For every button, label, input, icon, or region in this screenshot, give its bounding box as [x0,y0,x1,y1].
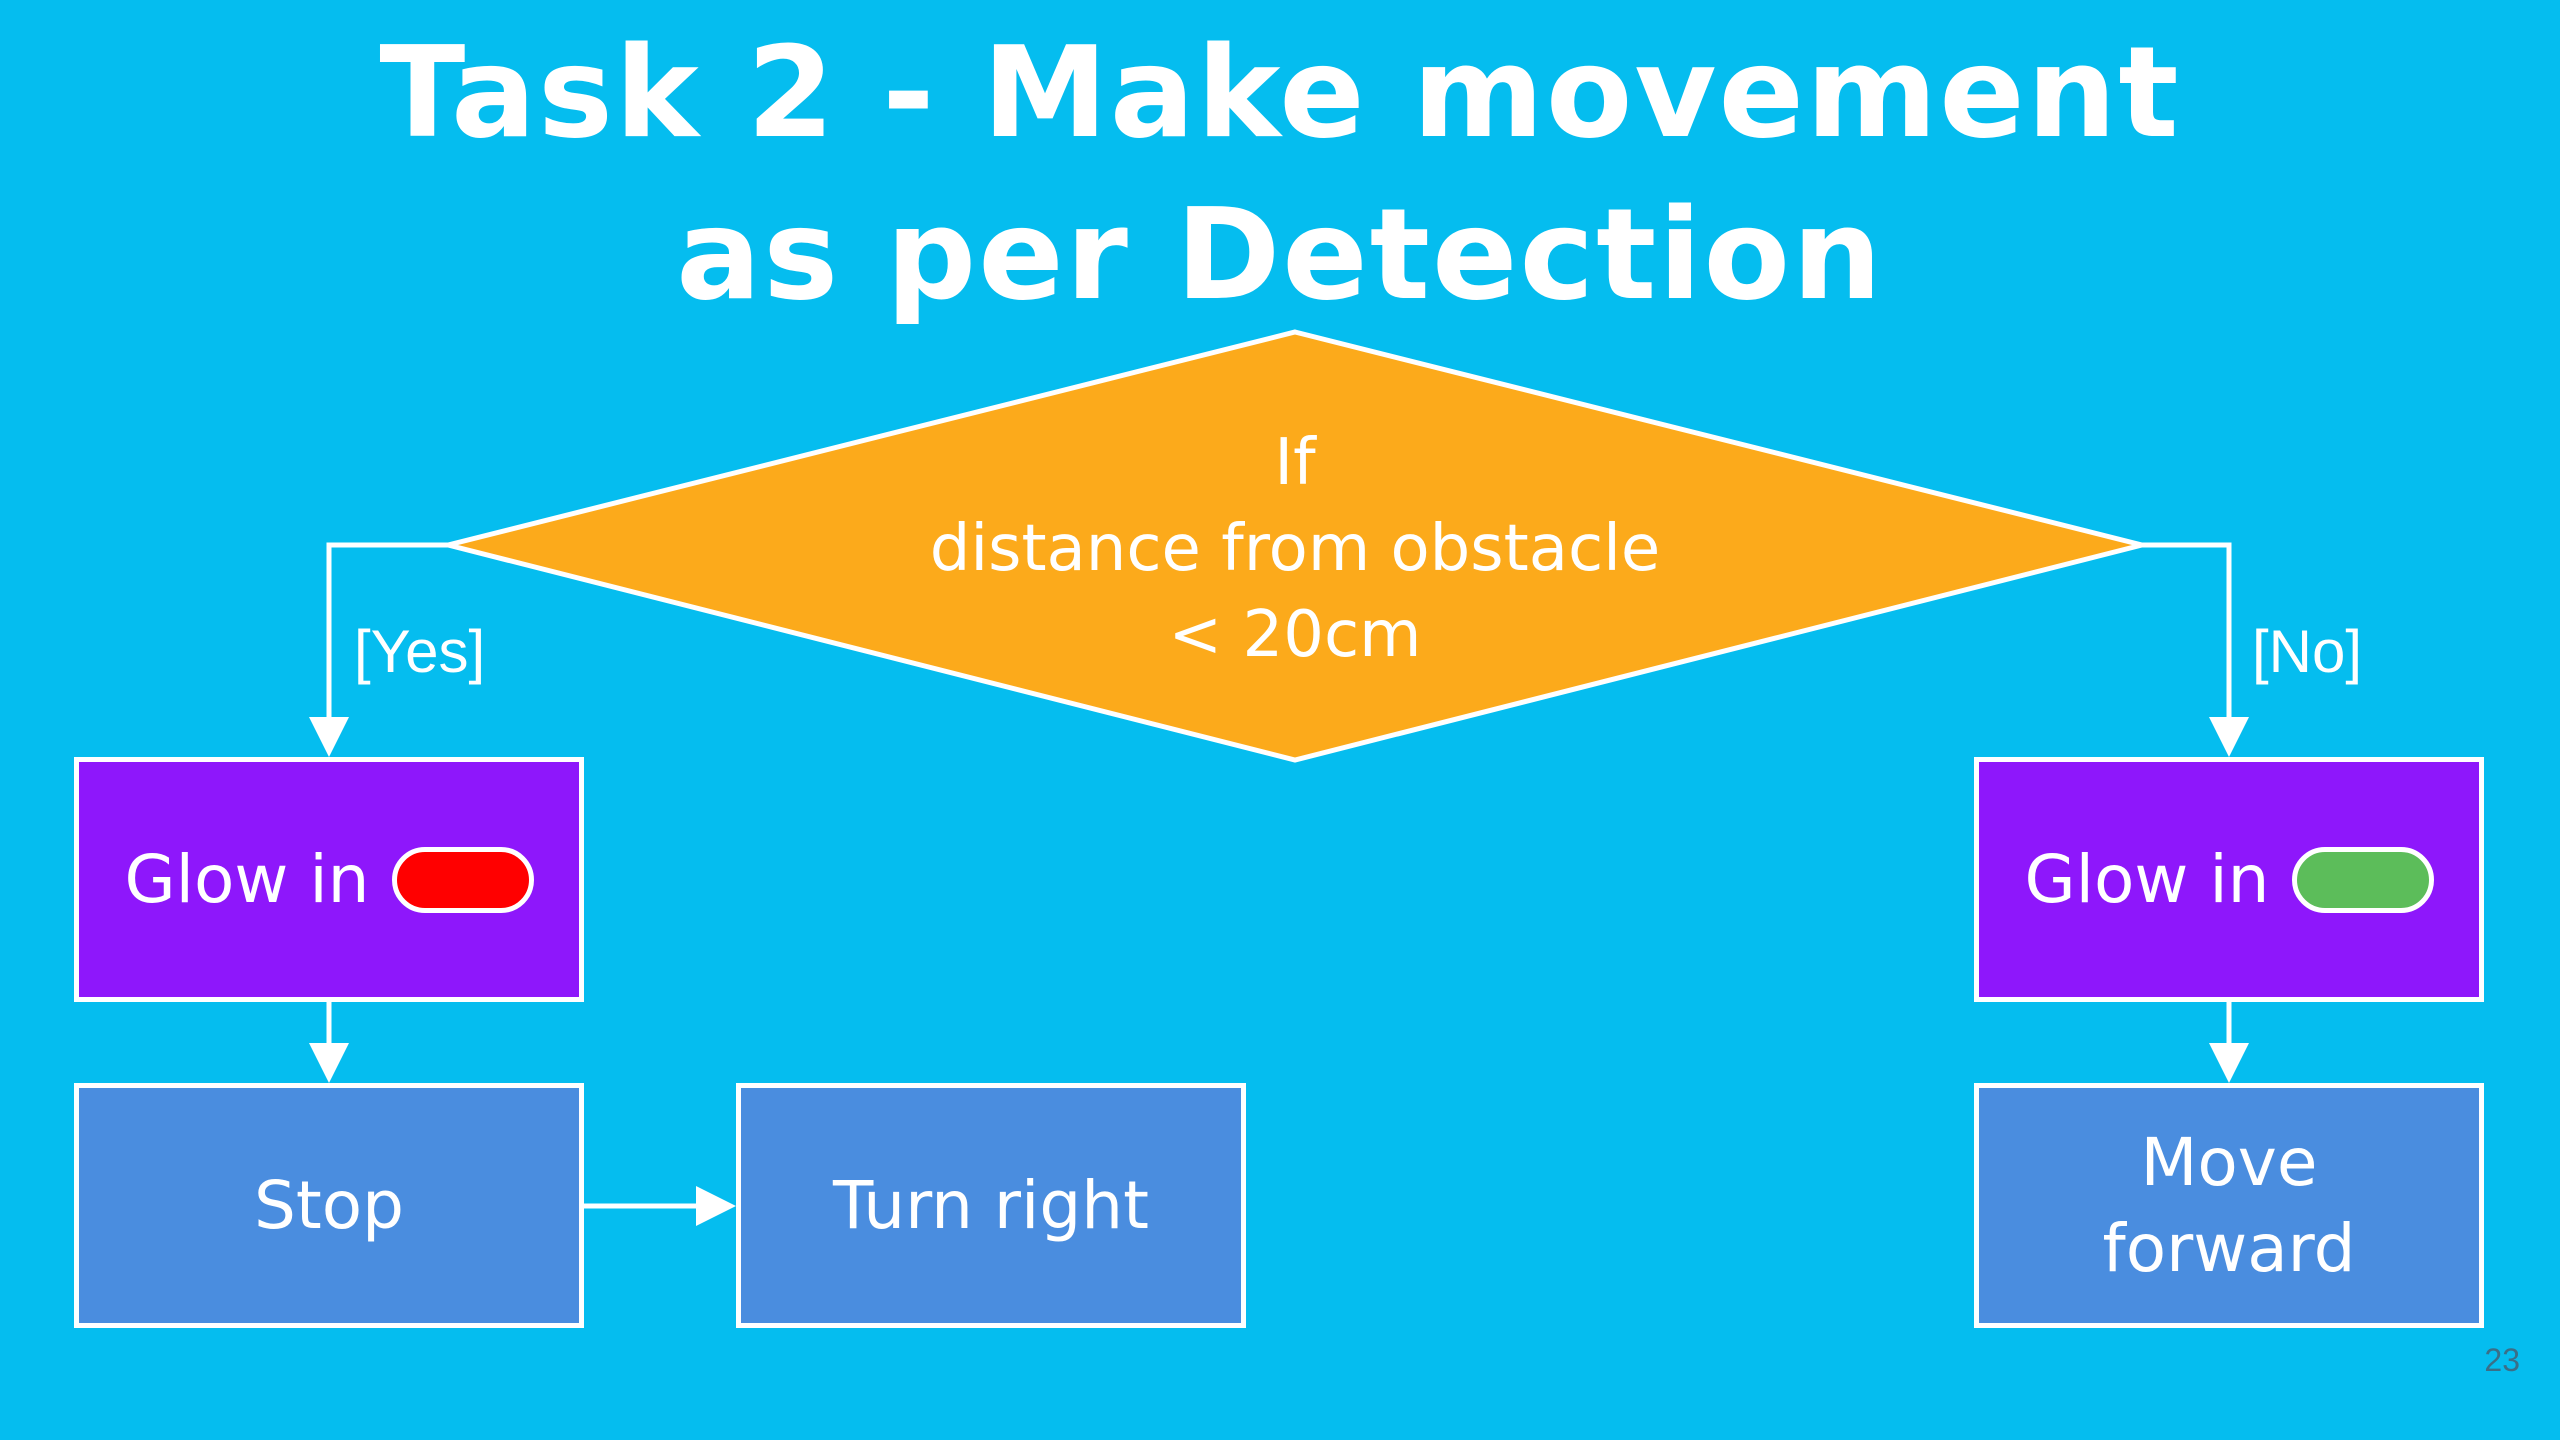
glow-red-label: Glow in [124,840,370,918]
decision-label-line-3: < 20cm [1168,598,1422,672]
yes-branch-label: [Yes] [354,618,486,685]
glow-red-process-box: Glow in [74,757,584,1002]
red-light-pill-icon [391,846,534,913]
move-forward-label-line-2: forward [2102,1209,2356,1287]
no-branch-connector [2142,542,2249,757]
move-forward-label: Move forward [2102,1120,2355,1292]
decision-label-line-1: If [1274,426,1316,500]
move-forward-label-line-1: Move [2140,1123,2318,1201]
stop-process-box: Stop [74,1083,584,1328]
move-forward-process-box: Move forward [1974,1083,2484,1328]
decision-label-line-2: distance from obstacle [929,512,1661,586]
green-light-pill-icon [2291,846,2434,913]
page-number: 23 [2484,1342,2520,1378]
decision-label: If distance from obstacle < 20cm [820,420,1770,678]
glow-green-process-box: Glow in [1974,757,2484,1002]
turn-right-process-box: Turn right [736,1083,1246,1328]
slide-title-line-1: Task 2 - Make movement [379,19,2181,166]
stop-label: Stop [253,1166,405,1244]
yes-branch-connector [309,542,448,757]
glow-green-label: Glow in [2024,840,2270,918]
no-branch-label: [No] [2252,618,2363,685]
slide-title-line-2: as per Detection [676,181,1884,328]
turn-right-label: Turn right [833,1166,1149,1244]
decision-diamond [447,329,2143,763]
